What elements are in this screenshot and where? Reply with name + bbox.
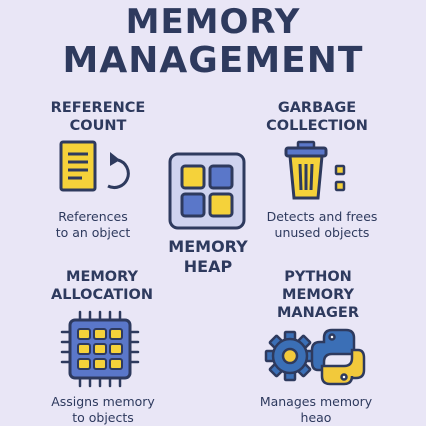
garbage-collection-heading-line-1: GARBAGE [277,100,357,116]
chip-icon [60,310,140,388]
document-refresh-icon [59,140,130,192]
memory-allocation-heading: MEMORY ALLOCATION [42,268,162,304]
memory-heap-label-line-2: HEAP [183,257,233,276]
memory-blocks-icon [168,152,246,230]
python-memory-manager-description: Manages memory heao [254,394,378,426]
memory-allocation-heading-line-1: MEMORY [66,269,138,285]
reference-count-heading-line-1: REFERENCE [50,100,146,116]
reference-count-heading: REFERENCE COUNT [40,99,156,135]
memory-allocation-description: Assigns memory to objects [44,394,162,426]
reference-count-desc-line-1: References [58,209,128,224]
memory-allocation-desc-line-2: to objects [72,410,134,425]
garbage-collection-desc-line-2: unused objects [274,225,370,240]
reference-count-heading-line-2: COUNT [69,118,127,134]
garbage-collection-heading-line-2: COLLECTION [266,118,368,134]
memory-allocation-desc-line-1: Assigns memory [51,394,155,409]
python-memory-manager-heading-line-2: MEMORY [282,287,354,303]
memory-allocation-heading-line-2: ALLOCATION [51,287,153,303]
garbage-collection-desc-line-1: Detects and frees [266,209,378,224]
memory-heap-label: MEMORY HEAP [150,237,266,277]
garbage-collection-heading: GARBAGE COLLECTION [258,99,376,135]
python-memory-manager-desc-line-2: heao [300,410,332,425]
garbage-collection-description: Detects and frees unused objects [258,209,386,241]
python-memory-manager-heading-line-3: MANAGER [277,305,359,321]
python-memory-manager-heading-line-1: PYTHON [284,269,352,285]
memory-heap-label-line-1: MEMORY [168,237,248,256]
reference-count-desc-line-2: to an object [55,225,131,240]
python-memory-manager-heading: PYTHON MEMORY MANAGER [262,268,374,322]
python-memory-manager-desc-line-1: Manages memory [259,394,373,409]
page-title-line-2: MANAGEMENT [62,40,364,81]
gear-python-icon [264,328,366,386]
reference-count-description: References to an object [40,209,146,241]
trash-can-icon [284,140,346,200]
page-title-line-1: MEMORY [125,2,301,42]
